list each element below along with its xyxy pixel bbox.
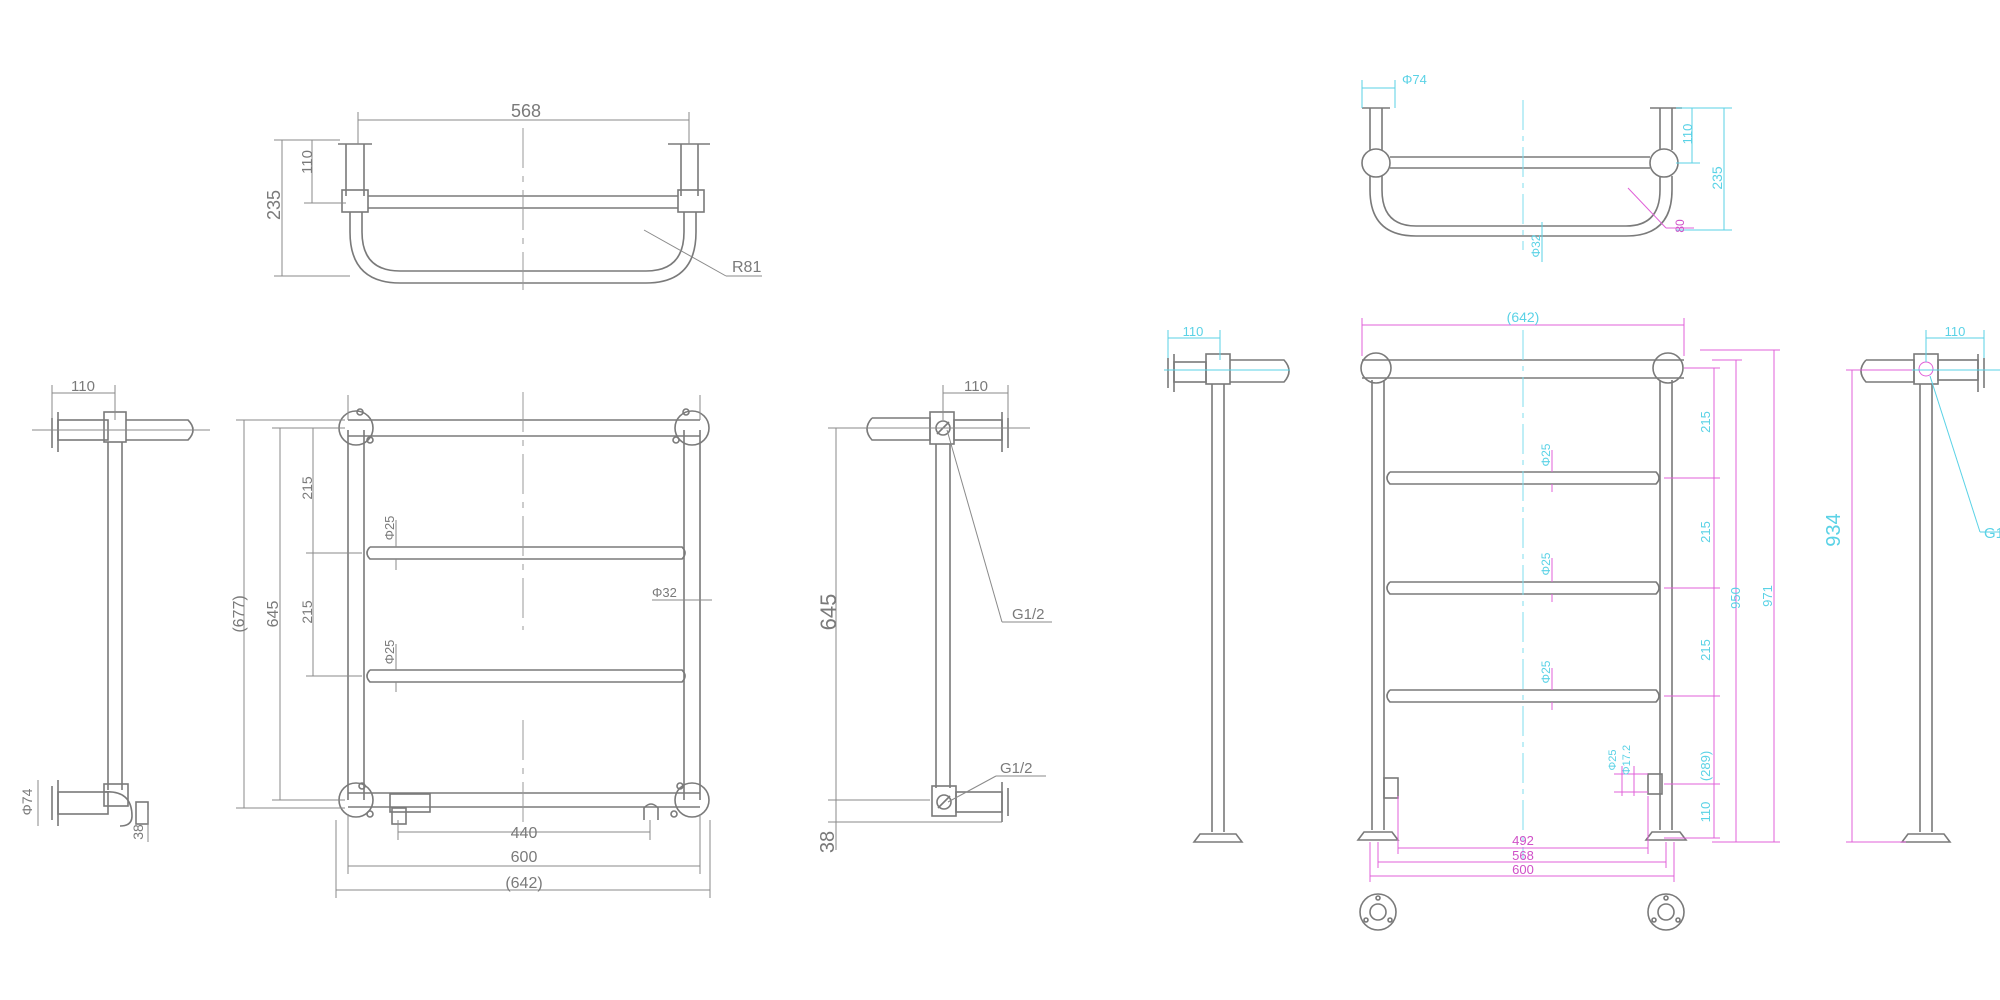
dim-phi25-upper: Φ25 — [382, 516, 397, 541]
dim-38-side: 38 — [817, 831, 839, 853]
dim-phi25-lower: Φ25 — [382, 640, 397, 665]
dim-492: 492 — [1512, 833, 1534, 848]
dim-110-rside: 110 — [964, 378, 988, 395]
dim-568: 568 — [511, 101, 541, 121]
dim-110-rr: 110 — [1945, 324, 1966, 339]
dim-215-a: 215 — [299, 476, 315, 500]
thread-g12-bottom: G1/2 — [1000, 760, 1033, 777]
dim-phi25-r3: Φ25 — [1539, 660, 1553, 683]
dim-phi17: Φ17.2 — [1621, 745, 1633, 775]
dim-215-r3: 215 — [1698, 639, 1713, 661]
dim-phi25-valve: Φ25 — [1607, 749, 1619, 770]
dim-phi74: Φ74 — [19, 788, 35, 815]
dim-r80: 80 — [1673, 219, 1687, 233]
right-side-view-left: 110 — [1164, 324, 1290, 843]
dim-phi74-r: Φ74 — [1402, 72, 1427, 87]
left-top-view: 568 235 110 R81 — [264, 101, 762, 290]
dim-642: (642) — [505, 875, 542, 892]
dim-215-b: 215 — [299, 600, 315, 624]
dim-110-rtop: 110 — [1680, 124, 1695, 145]
dim-235: 235 — [264, 190, 284, 220]
dim-440: 440 — [511, 825, 538, 842]
dim-934: 934 — [1823, 513, 1845, 546]
dim-215-r1: 215 — [1698, 411, 1713, 433]
dim-r81: R81 — [732, 259, 761, 276]
dim-642-r: (642) — [1507, 309, 1540, 325]
left-side-view-right: 110 645 38 G1/2 G1/2 — [816, 378, 1052, 853]
dim-677: (677) — [231, 595, 248, 632]
dim-645-front: 645 — [265, 601, 282, 628]
right-side-view-right: 110 934 G1 — [1823, 324, 2000, 843]
left-side-view-left: 110 Φ74 38 — [19, 378, 210, 842]
dim-215-r2: 215 — [1698, 521, 1713, 543]
dim-289: (289) — [1698, 751, 1713, 781]
dim-phi32: Φ32 — [652, 585, 677, 600]
dim-phi25-r2: Φ25 — [1539, 552, 1553, 575]
dim-971: 971 — [1760, 585, 1775, 607]
dim-110: 110 — [299, 150, 316, 174]
dim-600-r: 600 — [1512, 862, 1534, 877]
thread-g12-top: G1/2 — [1012, 606, 1045, 623]
dim-950: 950 — [1728, 587, 1743, 609]
dim-600: 600 — [511, 849, 538, 866]
left-front-view: (677) 645 215 215 Φ25 Φ25 Φ32 440 600 (6… — [231, 392, 712, 898]
dim-phi25-r1: Φ25 — [1539, 443, 1553, 466]
dim-phi32-r: Φ32 — [1529, 234, 1543, 257]
dim-110-side: 110 — [71, 378, 95, 395]
dim-110-rb: 110 — [1698, 802, 1713, 823]
dim-568-r: 568 — [1512, 848, 1534, 863]
dim-110-rl: 110 — [1183, 324, 1204, 339]
thread-g1: G1 — [1984, 525, 2000, 542]
dim-645-side: 645 — [816, 594, 841, 631]
dim-38: 38 — [130, 824, 146, 840]
dim-235-r: 235 — [1709, 166, 1725, 190]
right-front-view: (642) 215 215 215 (289) 110 950 971 Φ25 … — [1356, 309, 1780, 931]
right-top-view: Φ74 110 235 Φ32 80 — [1361, 72, 1732, 262]
